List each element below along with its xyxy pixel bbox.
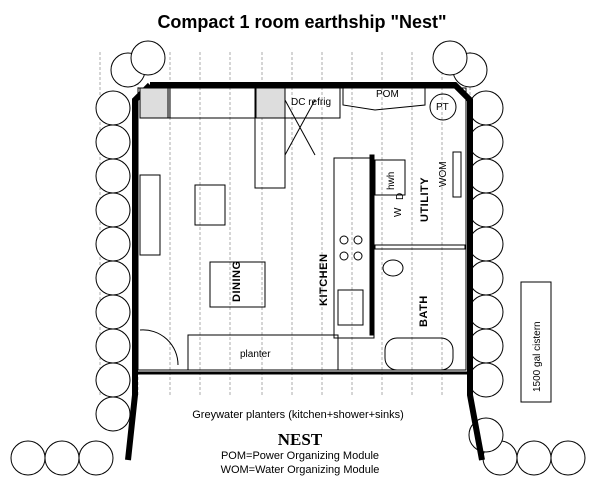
label-pom: POM — [376, 89, 399, 100]
tire — [95, 328, 131, 364]
label-wom: WOM — [438, 161, 449, 187]
label-utility: UTILITY — [419, 177, 431, 222]
tire — [95, 90, 131, 126]
tire — [95, 192, 131, 228]
tire-wall — [10, 40, 586, 476]
label-w: W — [393, 207, 404, 217]
cistern — [520, 281, 552, 403]
nest-title: NEST — [278, 430, 323, 449]
tire — [468, 124, 504, 160]
tire — [468, 90, 504, 126]
tire — [95, 294, 131, 330]
tire — [95, 362, 131, 398]
legend-pom: POM=Power Organizing Module — [221, 450, 379, 462]
tire — [468, 362, 504, 398]
tire — [468, 294, 504, 330]
label-pt: PT — [436, 102, 449, 113]
tire — [468, 192, 504, 228]
tire — [95, 226, 131, 262]
tire — [44, 440, 80, 476]
tire — [468, 158, 504, 194]
tire — [516, 440, 552, 476]
tire — [550, 440, 586, 476]
caption: Greywater planters (kitchen+shower+sinks… — [192, 409, 404, 421]
label-bath: BATH — [418, 295, 430, 327]
bearing-wall — [125, 82, 485, 461]
interior-walls — [135, 87, 470, 375]
tire — [468, 260, 504, 296]
tire — [78, 440, 114, 476]
tire — [432, 40, 468, 76]
label-dc-refrig: DC refrig — [291, 97, 331, 108]
tire — [468, 328, 504, 364]
tire — [95, 158, 131, 194]
label-cistern: 1500 gal cistern — [532, 321, 543, 392]
tire — [10, 440, 46, 476]
label-kitchen: KITCHEN — [318, 254, 330, 306]
label-dining: DINING — [231, 261, 243, 303]
tire — [130, 40, 166, 76]
tire — [468, 226, 504, 262]
tire — [95, 396, 131, 432]
label-planter: planter — [240, 349, 271, 360]
label-d: D — [395, 193, 406, 200]
tire — [95, 124, 131, 160]
tire — [95, 260, 131, 296]
label-hwh: hwh — [386, 172, 397, 190]
plan-title: Compact 1 room earthship "Nest" — [157, 12, 446, 32]
legend-wom: WOM=Water Organizing Module — [221, 464, 380, 476]
